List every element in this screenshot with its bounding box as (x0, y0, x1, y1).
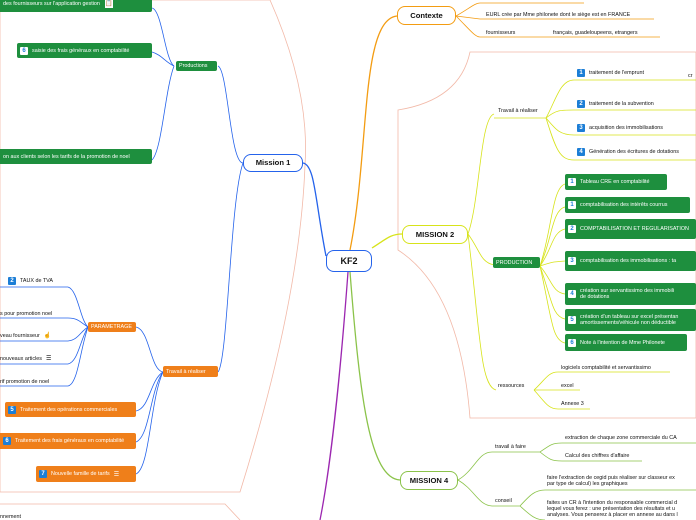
number-badge: 6 (3, 437, 11, 445)
ressource-item[interactable]: logiciels comptabilité et servantissimo (561, 365, 651, 371)
number-badge: 3 (568, 257, 576, 265)
connector-mission1 (302, 162, 327, 257)
production-item[interactable]: 6 Note à l'intention de Mme Philonete (565, 334, 687, 351)
number-badge: 2 (568, 225, 576, 233)
parametrage-item[interactable]: veau fournisseur ☝ (0, 333, 52, 340)
list-icon: ☰ (113, 471, 120, 478)
productions-item[interactable]: on aux clients selon les tarifs de la pr… (0, 149, 152, 164)
number-badge: 1 (568, 178, 576, 186)
mission1-productions-node[interactable]: Productions (176, 61, 217, 71)
mission2-travail-item-extra: cr (688, 73, 693, 79)
root-node[interactable]: KF2 (326, 250, 372, 272)
number-badge: 2 (577, 100, 585, 108)
mission4-travail-item[interactable]: Calcul des chiffres d'affaire (565, 453, 630, 459)
parametrage-node[interactable]: PARAMETRAGE (88, 322, 136, 332)
mission2-travail-item[interactable]: 4 Génération des écritures de dotations (577, 148, 679, 156)
number-badge: 1 (577, 69, 585, 77)
contexte-node[interactable]: Contexte (397, 6, 456, 25)
contexte-item[interactable]: EURL crée par Mme philonete dont le sièg… (486, 12, 631, 18)
mission2-travail-item[interactable]: 3 acquisition des immobilisations (577, 124, 663, 132)
production-item[interactable]: 1 comptabilisation des intérêts courrus (565, 197, 690, 213)
mission2-node[interactable]: MISSION 2 (402, 225, 468, 244)
connector-mission4 (349, 271, 401, 481)
production-item[interactable]: 4 création sur servantissimo des immobil… (565, 283, 696, 305)
ressource-item[interactable]: Annexe 3 (561, 401, 584, 407)
mission1-travail-item[interactable]: 6 Traitement des frais généraux en compt… (0, 433, 136, 449)
mission2-travail-label[interactable]: Travail à réaliser (498, 108, 538, 114)
connector-contexte (349, 15, 398, 251)
contexte-fournisseurs-value[interactable]: français, guadeloupeens, etrangers (553, 30, 638, 36)
mission1-panel (0, 0, 306, 493)
number-badge: 5 (8, 405, 16, 414)
parametrage-item[interactable]: 2 TAUX de TVA (8, 277, 53, 285)
productions-item[interactable]: des fournisseurs sur l'application gesti… (0, 0, 152, 12)
production-item[interactable]: 3 comptabilisation des immobilisations :… (565, 251, 696, 271)
pointer-icon: ☝ (43, 333, 52, 339)
mission2-panel (397, 51, 696, 419)
productions-item[interactable]: 6 saisie des frais généraux en comptabil… (17, 43, 152, 58)
connector-mission5 (319, 271, 349, 520)
mission4-node[interactable]: MISSION 4 (400, 471, 458, 490)
connector-mission2 (371, 233, 403, 249)
mission2-travail-item[interactable]: 1 traitement de l'emprunt (577, 69, 644, 77)
number-badge: 4 (577, 148, 585, 156)
parametrage-item[interactable]: nouveaux articles ☰ (0, 356, 52, 363)
mission1-travail-node[interactable]: Travail à réaliser (163, 366, 218, 377)
number-badge: 2 (8, 277, 16, 285)
ressource-item[interactable]: excel (561, 383, 574, 389)
mission2-travail-item[interactable]: 2 traitement de la subvention (577, 100, 654, 108)
mission4-travail-item[interactable]: extraction de chaque zone commerciale du… (565, 435, 677, 441)
number-badge: 3 (577, 124, 585, 132)
mission1-travail-item[interactable]: 5 Traitement des opérations commerciales (5, 402, 136, 417)
mission4-conseil-item[interactable]: faire l'extraction de cegid puis réalise… (547, 475, 675, 488)
contexte-fournisseurs-label[interactable]: fournisseurs (486, 30, 516, 36)
mission1-travail-item[interactable]: 7 Nouvelle famille de tarifs ☰ (36, 466, 136, 482)
production-item[interactable]: 5 création d'un tableau sur excel présen… (565, 309, 696, 331)
production-item[interactable]: 1 Tableau CRE en comptabilité (565, 174, 667, 190)
number-badge: 1 (568, 201, 576, 209)
number-badge: 5 (568, 316, 576, 324)
mission1-node[interactable]: Mission 1 (243, 154, 303, 172)
number-badge: 6 (20, 46, 28, 55)
mission4-travail-label[interactable]: travail à faire (495, 444, 526, 450)
number-badge: 4 (568, 290, 576, 298)
clipboard-icon: 📋 (103, 0, 114, 9)
number-badge: 6 (568, 338, 576, 347)
mission1-bottom-fragment: nnement (0, 514, 21, 520)
mission1-bottom-panel (0, 503, 241, 520)
mission2-production-node[interactable]: PRODUCTION (493, 257, 540, 268)
production-item[interactable]: 2 COMPTABILISATION ET REGULARISATION (565, 219, 696, 239)
mission2-ressources-label[interactable]: ressources (498, 383, 525, 389)
parametrage-item[interactable]: s pour promotion noel (0, 311, 53, 317)
list-icon: ☰ (45, 356, 52, 362)
mission4-conseil-item[interactable]: faites un CR à l'intention du responsabl… (547, 500, 678, 519)
number-badge: 7 (39, 470, 47, 478)
parametrage-item[interactable]: rif promotion de noel (0, 379, 50, 385)
mission4-conseil-label[interactable]: conseil (495, 498, 512, 504)
